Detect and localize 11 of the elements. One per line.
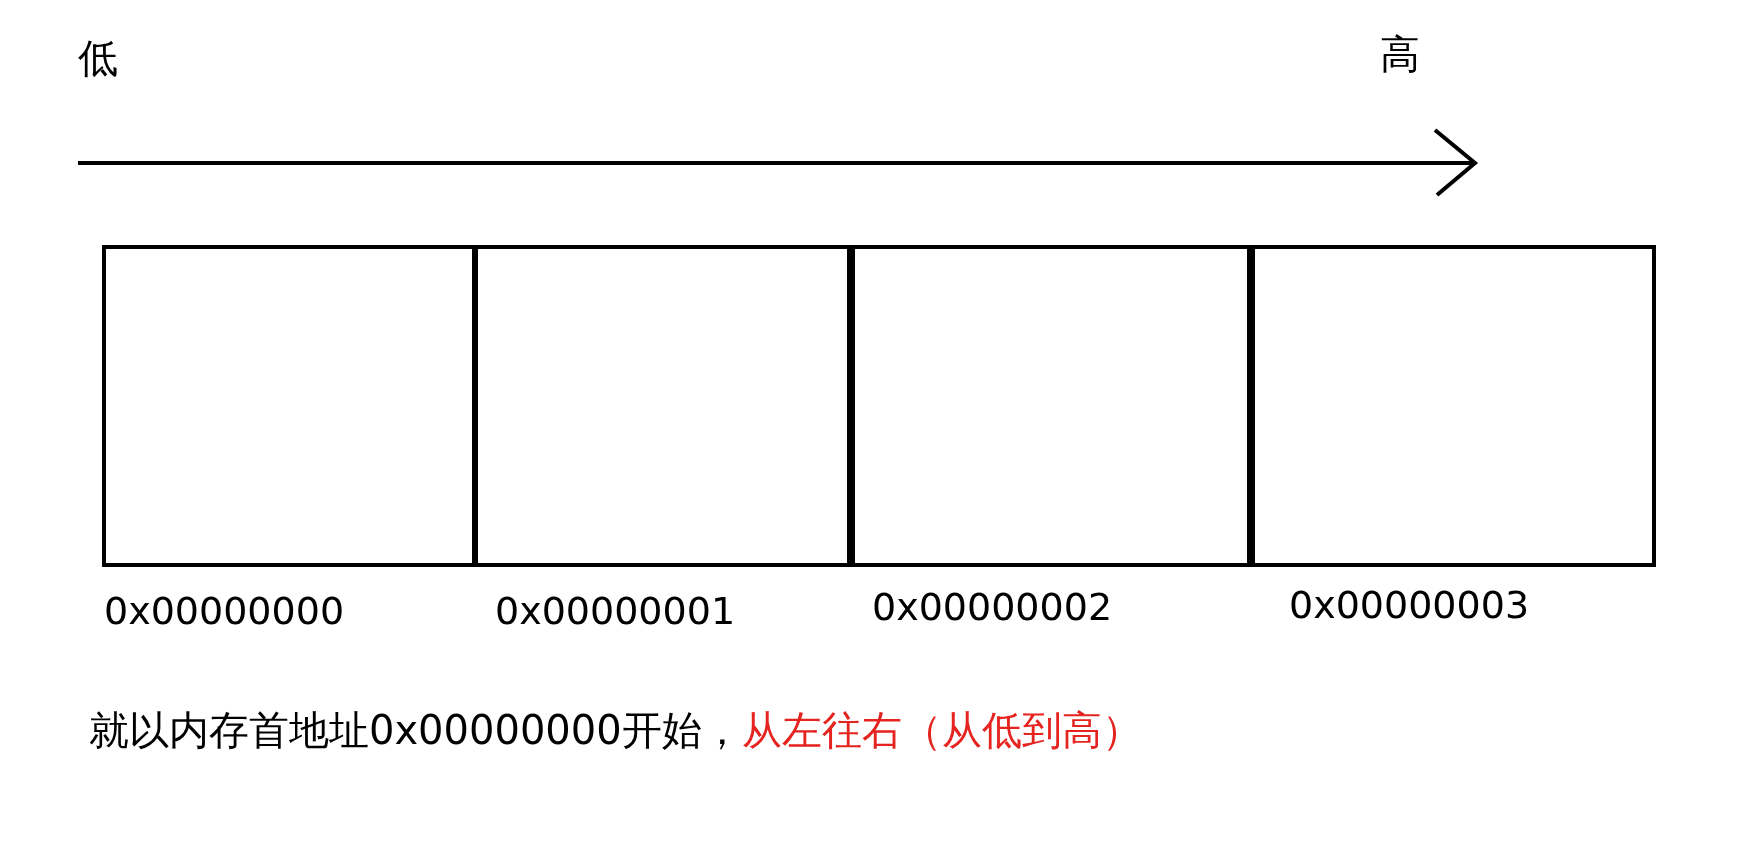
address-label: 0x00000001 [495,592,736,630]
memory-cell [474,245,851,567]
axis-label: 高 [1380,34,1420,74]
address-label: 0x00000002 [872,588,1113,626]
memory-cell [1251,245,1656,567]
memory-cell [102,245,476,567]
axis-label: 低 [78,38,118,78]
address-label: 0x00000003 [1289,586,1530,624]
note-text: 就以内存首地址0x00000000开始， [89,710,742,750]
address-label: 0x00000000 [104,592,345,630]
note-text: 从左往右（从低到高） [742,710,1142,750]
